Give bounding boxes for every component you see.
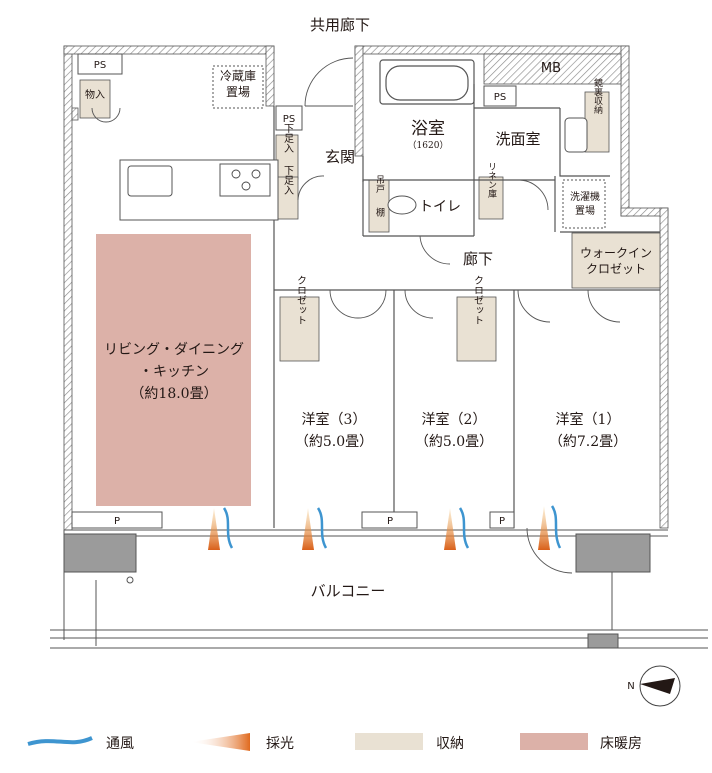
bath-label: 浴室 bbox=[411, 119, 445, 139]
fridge-label-1: 冷蔵庫 bbox=[220, 69, 256, 83]
western1-label: 洋室（1） bbox=[556, 411, 621, 428]
washer-label-2: 置場 bbox=[575, 204, 595, 217]
ldk-label-1: リビング・ダイニング bbox=[104, 342, 244, 358]
wind-swatch bbox=[27, 736, 93, 746]
floor-heating-swatch bbox=[520, 733, 588, 750]
storage-areas bbox=[79, 79, 661, 362]
balcony-label: バルコニー bbox=[311, 582, 386, 600]
western3-area: （約5.0畳） bbox=[295, 434, 373, 450]
legend-ventilation: 通風 bbox=[106, 736, 134, 752]
ldk-area: （約18.0畳） bbox=[130, 386, 217, 402]
closet-label-b: クロゼット bbox=[472, 275, 484, 325]
mb-label: MB bbox=[541, 61, 561, 76]
legend-storage: 収納 bbox=[436, 736, 464, 752]
walkin-label-1: ウォークイン bbox=[580, 246, 652, 260]
ps-label-c: PS bbox=[494, 92, 506, 103]
p-marks bbox=[71, 511, 515, 529]
washroom-label: 洗面室 bbox=[495, 130, 540, 148]
toilet-label: トイレ bbox=[419, 199, 461, 215]
bath-size: （1620） bbox=[408, 140, 449, 151]
drain-mark bbox=[126, 576, 134, 584]
hanging-label-a: 吊戸 bbox=[374, 175, 385, 194]
shoe-label-a: 下足入 bbox=[282, 123, 294, 153]
shoe-label-b: 下足入 bbox=[282, 165, 294, 195]
kitchen-counter bbox=[119, 159, 279, 221]
fridge-space bbox=[212, 65, 264, 109]
western2-area: （約5.0畳） bbox=[415, 434, 493, 450]
washer-label-1: 洗濯機 bbox=[570, 190, 600, 203]
ps-label-b: PS bbox=[283, 114, 295, 125]
ventilation-markers bbox=[222, 505, 562, 549]
closet-label-a: クロゼット bbox=[295, 275, 307, 325]
linen-label: リネン庫 bbox=[486, 162, 497, 199]
p-label-2: P bbox=[387, 516, 393, 527]
legend-daylight: 採光 bbox=[266, 736, 294, 752]
balcony-columns bbox=[63, 533, 651, 649]
entrance-label: 玄関 bbox=[325, 148, 355, 166]
floor-heating-area bbox=[96, 234, 251, 506]
mono-ire-label: 物入 bbox=[85, 88, 105, 101]
walkin-label-2: クロゼット bbox=[586, 262, 646, 276]
exterior-walls bbox=[63, 45, 669, 531]
compass-icon: N bbox=[627, 665, 681, 707]
stove-icon bbox=[231, 169, 261, 191]
washer-box bbox=[562, 179, 606, 229]
mirror-storage-label: 鏡裏収納 bbox=[592, 77, 603, 115]
pipe-shafts bbox=[77, 53, 517, 131]
legend-floor-heating: 床暖房 bbox=[600, 736, 642, 752]
western3-label: 洋室（3） bbox=[302, 411, 367, 428]
ldk-label-2: ・キッチン bbox=[139, 364, 209, 380]
legend: 通風 採光 収納 床暖房 bbox=[27, 733, 642, 752]
light-swatch bbox=[190, 733, 250, 751]
western1-area: （約7.2畳） bbox=[549, 434, 627, 450]
storage-swatch bbox=[355, 733, 423, 750]
corridor-label: 共用廊下 bbox=[310, 16, 370, 34]
fridge-label-2: 置場 bbox=[226, 85, 250, 99]
doors bbox=[91, 57, 621, 574]
p-label-1: P bbox=[114, 516, 120, 527]
interior-walls bbox=[273, 59, 660, 528]
ps-label-a: PS bbox=[94, 60, 106, 71]
compass-north: N bbox=[627, 681, 634, 692]
hanging-label-b: 棚 bbox=[374, 206, 385, 217]
western2-label: 洋室（2） bbox=[422, 411, 487, 428]
toilet-bowl bbox=[387, 195, 417, 215]
hallway-label: 廊下 bbox=[463, 250, 493, 268]
washbasin bbox=[564, 117, 588, 153]
p-label-3: P bbox=[499, 516, 505, 527]
daylight-markers bbox=[208, 506, 550, 550]
